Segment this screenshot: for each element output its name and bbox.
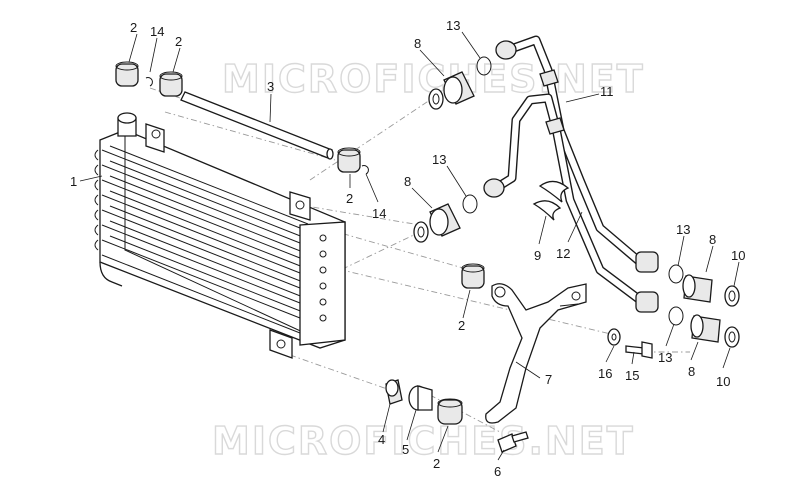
callout-4: 4 [378, 432, 385, 447]
callout-8: 8 [404, 174, 411, 189]
callout-8: 8 [709, 232, 716, 247]
orings-part-13 [462, 56, 684, 326]
clips-part-14 [145, 77, 369, 175]
washer-part-16 [607, 328, 621, 346]
screw-part-15 [625, 341, 653, 359]
callout-13: 13 [658, 350, 672, 365]
callouts: 2 14 2 3 1 2 14 8 13 11 13 8 9 12 13 8 1… [70, 18, 745, 479]
callout-12: 12 [556, 246, 570, 261]
callout-13: 13 [676, 222, 690, 237]
hoses-part-11-12 [483, 35, 659, 313]
screw-part-6 [497, 431, 529, 453]
bush-part-4 [385, 379, 403, 405]
callout-8: 8 [414, 36, 421, 51]
callout-6: 6 [494, 464, 501, 479]
callout-15: 15 [625, 368, 639, 383]
callout-14: 14 [150, 24, 164, 39]
callout-10: 10 [716, 374, 730, 389]
callout-1: 1 [70, 174, 77, 189]
callout-5: 5 [402, 442, 409, 457]
grommets-part-2 [115, 61, 485, 425]
callout-13: 13 [432, 152, 446, 167]
callout-13: 13 [446, 18, 460, 33]
callout-3: 3 [267, 79, 274, 94]
callout-2: 2 [346, 191, 353, 206]
callout-8: 8 [688, 364, 695, 379]
washers-part-10 [413, 88, 740, 348]
callout-2: 2 [458, 318, 465, 333]
callout-10: 10 [731, 248, 745, 263]
oil-cooler-part-1 [94, 112, 346, 359]
clamp-part-9 [532, 180, 570, 221]
callout-2: 2 [433, 456, 440, 471]
fittings-part-8 [429, 71, 721, 343]
callout-14: 14 [372, 206, 386, 221]
callout-2: 2 [130, 20, 137, 35]
callout-16: 16 [598, 366, 612, 381]
leader-lines [79, 31, 740, 461]
callout-11: 11 [600, 84, 614, 99]
tube-part-3 [180, 91, 334, 160]
bracket-part-7 [485, 283, 587, 424]
callout-2: 2 [175, 34, 182, 49]
spacer-part-5 [408, 385, 433, 411]
callout-9: 9 [534, 248, 541, 263]
watermark-bottom: MICROFICHES.NET [212, 419, 635, 463]
callout-7: 7 [545, 372, 552, 387]
